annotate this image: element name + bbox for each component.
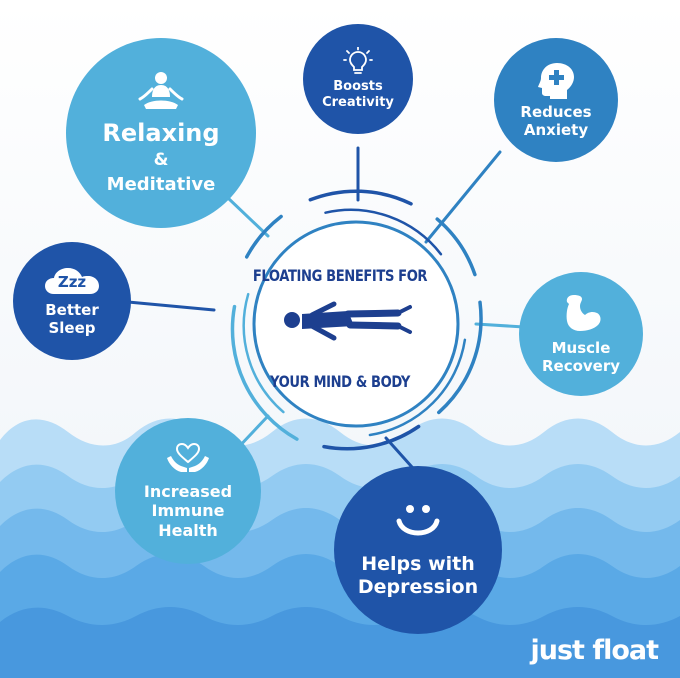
cloud-zzz-text: Zzz [57, 272, 87, 291]
heart-hands-icon [167, 443, 209, 473]
middle-ring-arc-3 [242, 292, 285, 414]
benefit-depression: Helps with Depression [334, 466, 502, 634]
connector-anxiety [424, 150, 502, 244]
outer-ring-arc-6 [244, 214, 283, 259]
smiley-icon [396, 505, 440, 536]
benefit-anxiety-line2: Anxiety [523, 121, 589, 139]
wave-layer-5 [0, 607, 680, 678]
benefit-creativity-line2: Creativity [322, 95, 394, 110]
center-title: FLOATING BENEFITS FOR [252, 266, 428, 285]
benefit-depression-line2: Depression [357, 576, 479, 598]
lightbulb-icon [343, 47, 373, 75]
benefit-sleep: Zzz Better Sleep [13, 242, 131, 360]
meditation-icon [138, 71, 184, 109]
benefit-creativity: Boosts Creativity [303, 24, 413, 134]
benefit-immune-line3: Health [158, 520, 218, 540]
benefit-anxiety: Reduces Anxiety [494, 38, 618, 162]
benefit-relaxing-line2: & [153, 150, 169, 171]
floating-person-icon [284, 301, 412, 341]
benefit-muscle: Muscle Recovery [519, 272, 643, 396]
brand-logo: just float [530, 635, 659, 666]
center-rings [230, 189, 483, 451]
benefit-immune-line1: Increased [143, 482, 233, 502]
outer-ring-arc-2 [435, 217, 477, 277]
outer-ring-arc-3 [437, 300, 483, 415]
cloud-zzz-icon: Zzz [44, 266, 100, 296]
center-subtitle: YOUR MIND & BODY [270, 372, 410, 391]
middle-ring-arc-2 [368, 338, 467, 437]
benefit-relaxing-line3: Meditative [106, 173, 216, 195]
benefit-creativity-line1: Boosts [333, 79, 383, 95]
connector-sleep [126, 300, 216, 312]
benefit-immune-line2: Immune [151, 501, 225, 521]
benefit-relaxing: Relaxing & Meditative [66, 38, 256, 228]
outer-ring-arc-4 [322, 424, 421, 451]
connector-relaxing [226, 196, 270, 238]
outer-ring-arc-1 [308, 189, 413, 206]
middle-ring-arc-1 [324, 208, 443, 256]
benefit-depression-line1: Helps with [361, 553, 475, 576]
connector-muscle [474, 322, 526, 329]
benefit-anxiety-line1: Reduces [520, 103, 592, 121]
benefit-immune: Increased Immune Health [115, 418, 261, 564]
benefit-muscle-line1: Muscle [551, 339, 611, 357]
benefit-relaxing-line1: Relaxing [102, 118, 220, 147]
outer-ring-arc-5 [230, 304, 299, 441]
flexed-arm-icon [566, 295, 601, 331]
benefit-sleep-line2: Sleep [48, 318, 96, 337]
benefit-sleep-line1: Better [45, 300, 99, 319]
benefit-muscle-line2: Recovery [541, 357, 621, 375]
head-plus-icon [538, 63, 574, 99]
